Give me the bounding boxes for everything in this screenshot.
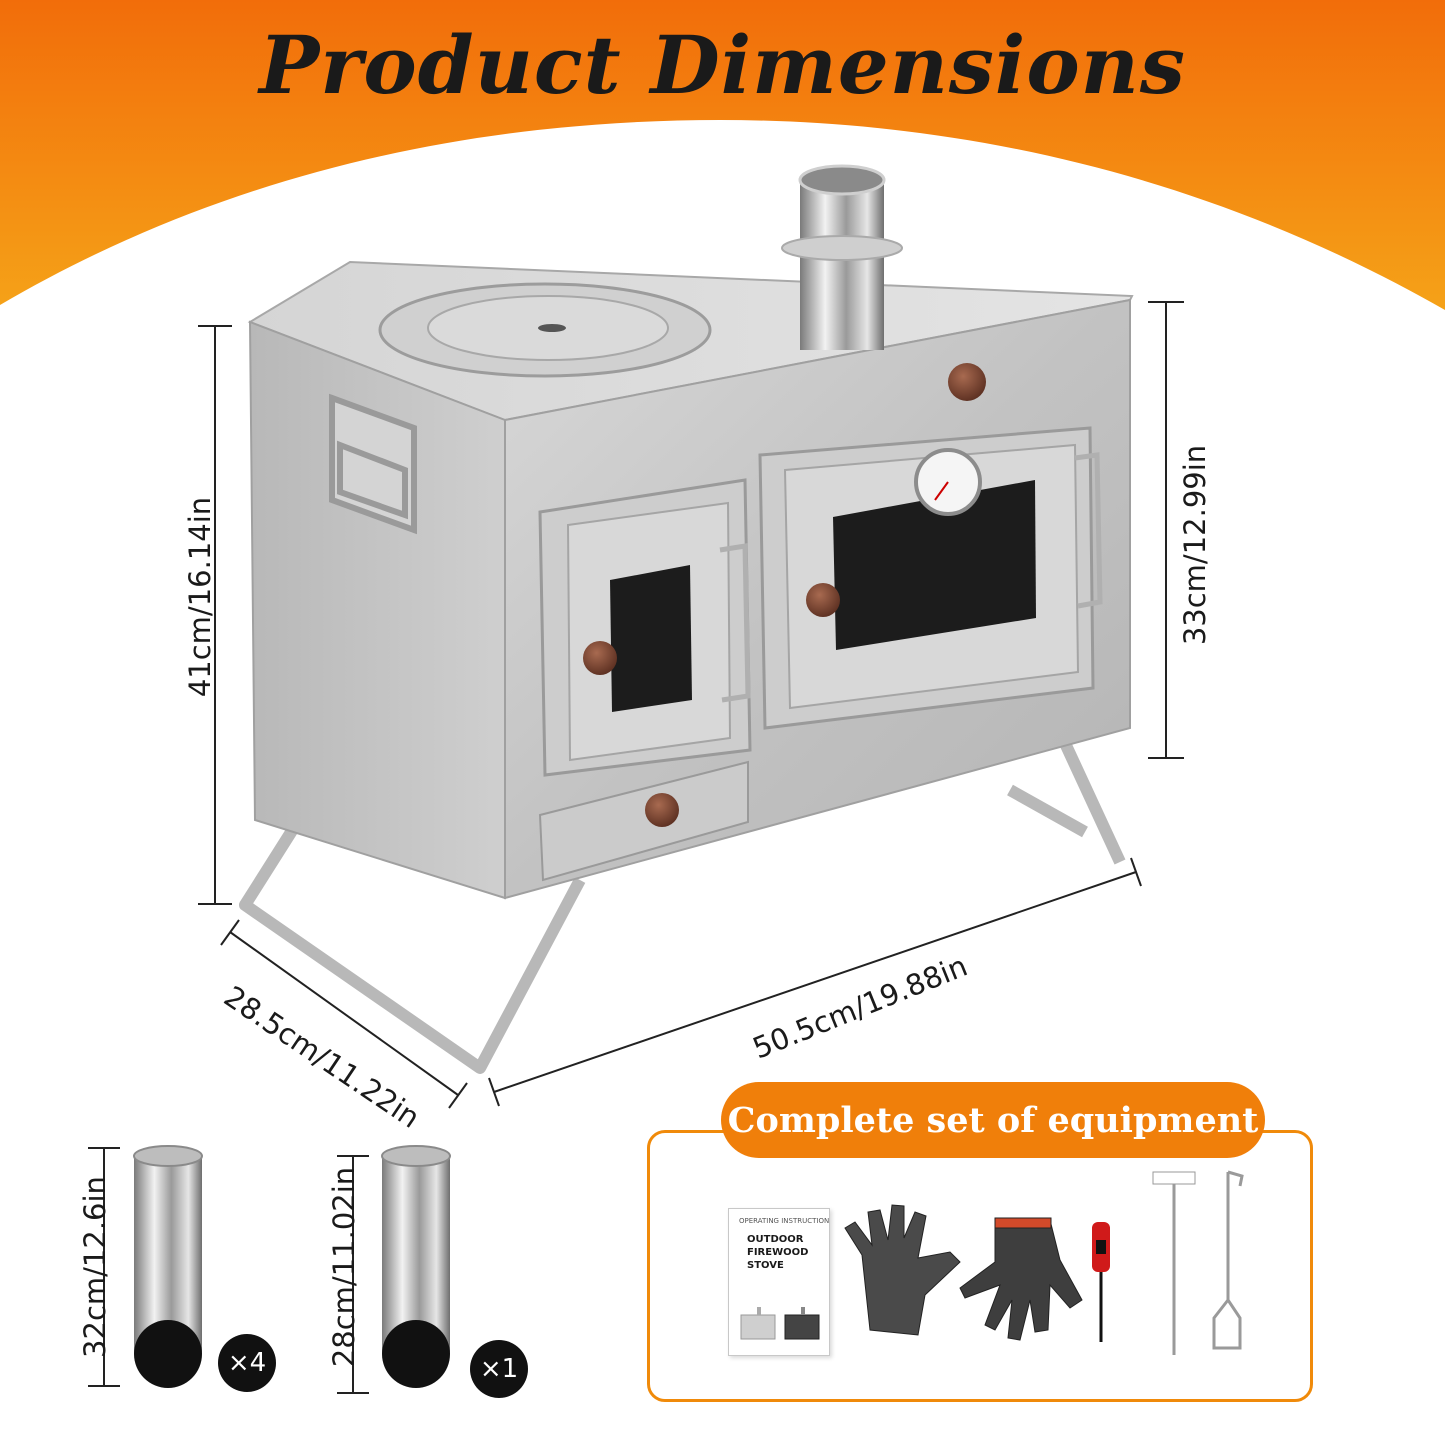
page-title: Product Dimensions <box>259 18 1186 112</box>
manual-icon: OPERATING INSTRUCTION OUTDOOR FIREWOOD S… <box>728 1208 830 1356</box>
header-band <box>0 0 1445 310</box>
chimney <box>781 164 903 350</box>
equipment-heading: Complete set of equipment <box>721 1082 1265 1158</box>
dimension-lines <box>198 301 1184 1109</box>
thermometer-probe-icon <box>1152 1171 1196 1355</box>
damper-knob <box>948 363 986 401</box>
firebox-door <box>538 478 752 777</box>
manual-title: OUTDOOR FIREWOOD STOVE <box>747 1234 809 1271</box>
stove-legs <box>239 725 1126 1074</box>
ash-drawer <box>538 760 749 882</box>
side-handle <box>329 393 417 535</box>
hook-poker-icon <box>1212 1170 1244 1350</box>
chimney-pipe-a <box>88 1145 203 1388</box>
pipe-b-quantity-badge: ×1 <box>470 1340 528 1398</box>
oven-door <box>758 426 1103 730</box>
glove-icon <box>959 1217 1083 1341</box>
manual-header: OPERATING INSTRUCTION <box>739 1217 830 1225</box>
pipe-a-quantity-badge: ×4 <box>218 1334 276 1392</box>
glove-icon <box>844 1204 961 1336</box>
screwdriver-icon <box>1092 1222 1110 1342</box>
manual-stove-thumbnail <box>740 1307 820 1340</box>
chimney-pipe-b <box>337 1145 451 1394</box>
